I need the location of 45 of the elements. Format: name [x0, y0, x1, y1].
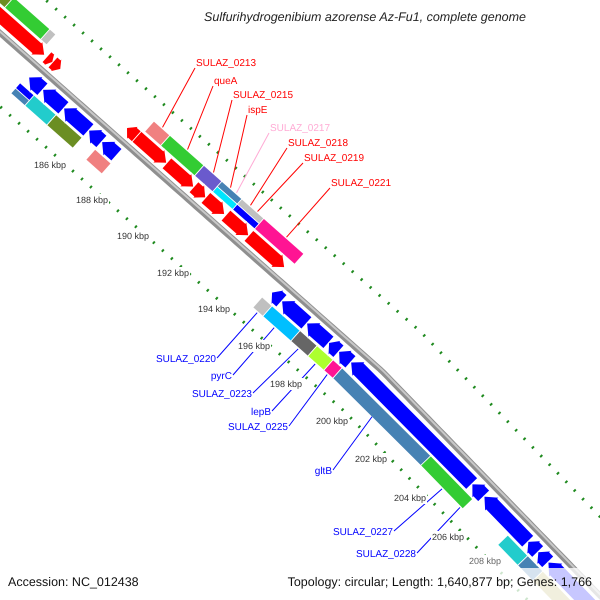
- leader-line: [250, 148, 288, 206]
- tick-label: 192 kbp: [156, 267, 190, 279]
- gene-label: gltB: [314, 466, 332, 478]
- tick-label: 194 kbp: [197, 303, 232, 315]
- leader-line: [257, 162, 304, 212]
- tick-label: 186 kbp: [33, 159, 68, 171]
- genome-summary-text: Topology: circular; Length: 1,640,877 bp; Genes: 1,766: [288, 576, 592, 588]
- gene-label: SULAZ_0220: [156, 354, 216, 366]
- tick-label: 204 kbp: [393, 492, 428, 504]
- gene-label: SULAZ_0228: [356, 549, 416, 561]
- gene-label: SULAZ_0213: [196, 58, 256, 70]
- gene-label: SULAZ_0215: [233, 90, 294, 102]
- gene-label: SULAZ_0219: [304, 153, 364, 165]
- gene-label: SULAZ_0223: [192, 389, 252, 401]
- leader-line: [252, 348, 299, 394]
- tick-label: 206 kbp: [431, 531, 466, 543]
- gene-label: SULAZ_0221: [331, 178, 392, 190]
- leader-line: [288, 374, 328, 426]
- leader-line: [216, 312, 258, 358]
- accession-text: Accession: NC_012438: [8, 576, 139, 588]
- gene-label: SULAZ_0218: [288, 138, 348, 150]
- tick-label: 188 kbp: [75, 194, 110, 206]
- tick-label: 198 kbp: [269, 378, 304, 390]
- gene-label: lepB: [250, 407, 271, 419]
- tick-label: 208 kbp: [468, 555, 502, 567]
- gene-label: queA: [214, 76, 238, 88]
- gene-label: pyrC: [210, 371, 232, 383]
- tick-label: 190 kbp: [116, 230, 150, 242]
- gene-label: ispE: [248, 105, 268, 117]
- gene-label: SULAZ_0227: [332, 527, 393, 539]
- leader-line: [332, 416, 373, 470]
- leader-line: [416, 506, 461, 554]
- title: Sulfurihydrogenibium azorense Az-Fu1, complete genome: [203, 11, 527, 23]
- tick-label: 200 kbp: [315, 415, 350, 427]
- gene-label: SULAZ_0225: [228, 422, 288, 434]
- leader-line: [213, 100, 232, 174]
- leader-line: [162, 68, 196, 128]
- tick-label: 196 kbp: [237, 340, 272, 352]
- leader-line: [394, 488, 443, 532]
- gene-label: SULAZ_0217: [270, 123, 330, 135]
- leader-line: [230, 114, 248, 188]
- leader-line: [187, 86, 214, 150]
- leader-line: [236, 132, 270, 194]
- leader-line: [286, 188, 330, 238]
- tick-label: 202 kbp: [354, 453, 388, 465]
